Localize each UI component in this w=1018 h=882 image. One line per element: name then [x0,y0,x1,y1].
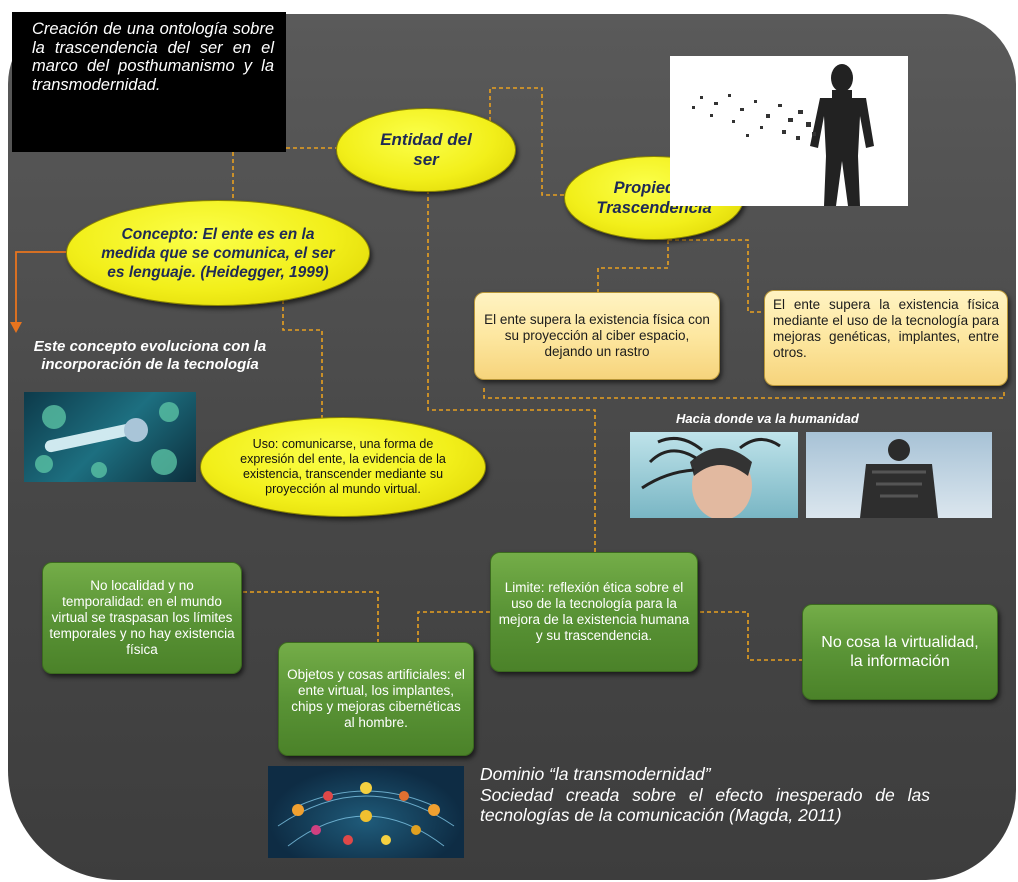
node-concepto: Concepto: El ente es en la medida que se… [66,200,370,306]
image-cyborg-head [630,432,798,518]
connector-propiedad-ciber [597,240,669,292]
connector-concepto-uso [282,300,323,420]
image-digital-human [670,56,908,206]
node-entidad-del-ser: Entidad del ser [336,108,516,192]
image-exoskeleton [806,432,992,518]
connector-entidad-limite [427,190,596,552]
node-uso-label: Uso: comunicarse, una forma de expresión… [240,437,446,496]
box-tecnologia: El ente supera la existencia física medi… [764,290,1008,386]
box-tecnologia-label: El ente supera la existencia física medi… [773,297,999,360]
dominio-title: Dominio “la transmodernidad” [480,764,711,784]
box-no-localidad-label: No localidad y no temporalidad: en el mu… [49,578,235,657]
connector-propiedad-tecnologia [668,239,765,313]
node-uso: Uso: comunicarse, una forma de expresión… [200,417,486,517]
box-ciber-espacio: El ente supera la existencia física con … [474,292,720,380]
node-propiedad-trascendencia: Propiedad Trascendencia [564,156,744,240]
connector-entidad-propiedad [489,87,570,196]
title-box: Creación de una ontología sobre la trasc… [12,12,286,152]
connector-limite-objetos [417,611,490,650]
box-no-localidad: No localidad y no temporalidad: en el mu… [42,562,242,674]
box-limite-label: Limite: reflexión ética sobre el uso de … [498,580,690,643]
cyborg-head-icon [641,436,781,518]
box-ciber-label: El ente supera la existencia física con … [484,312,710,359]
image-network-globe [268,766,464,858]
arrow-concepto-evoluciona [15,251,72,325]
box-no-cosa: No cosa la virtualidad, la información [802,604,998,700]
node-concepto-label: Concepto: El ente es en la medida que se… [101,225,335,281]
node-entidad-label: Entidad del ser [380,130,472,169]
dominio-text: Dominio “la transmodernidad” Sociedad cr… [480,764,930,826]
label-evoluciona: Este concepto evoluciona con la incorpor… [33,338,267,373]
dominio-description: Sociedad creada sobre el efecto inespera… [480,784,930,826]
box-objetos-label: Objetos y cosas artificiales: el ente vi… [287,667,465,730]
label-hacia-humanidad: Hacia donde va la humanidad [676,411,859,426]
image-tecnologia-virus [24,392,196,482]
box-no-cosa-label: No cosa la virtualidad, la información [821,634,979,670]
connector-nolocalidad-objetos [243,591,379,650]
digital-human-icon [692,64,874,206]
exoskeleton-icon [860,439,938,518]
arrow-head [10,322,22,333]
connector-yellow-bottom [483,388,1005,399]
virus-icon [35,402,179,478]
network-icon [277,782,455,847]
box-limite: Limite: reflexión ética sobre el uso de … [490,552,698,672]
box-objetos: Objetos y cosas artificiales: el ente vi… [278,642,474,756]
connector-limite-nocosa [700,611,803,661]
